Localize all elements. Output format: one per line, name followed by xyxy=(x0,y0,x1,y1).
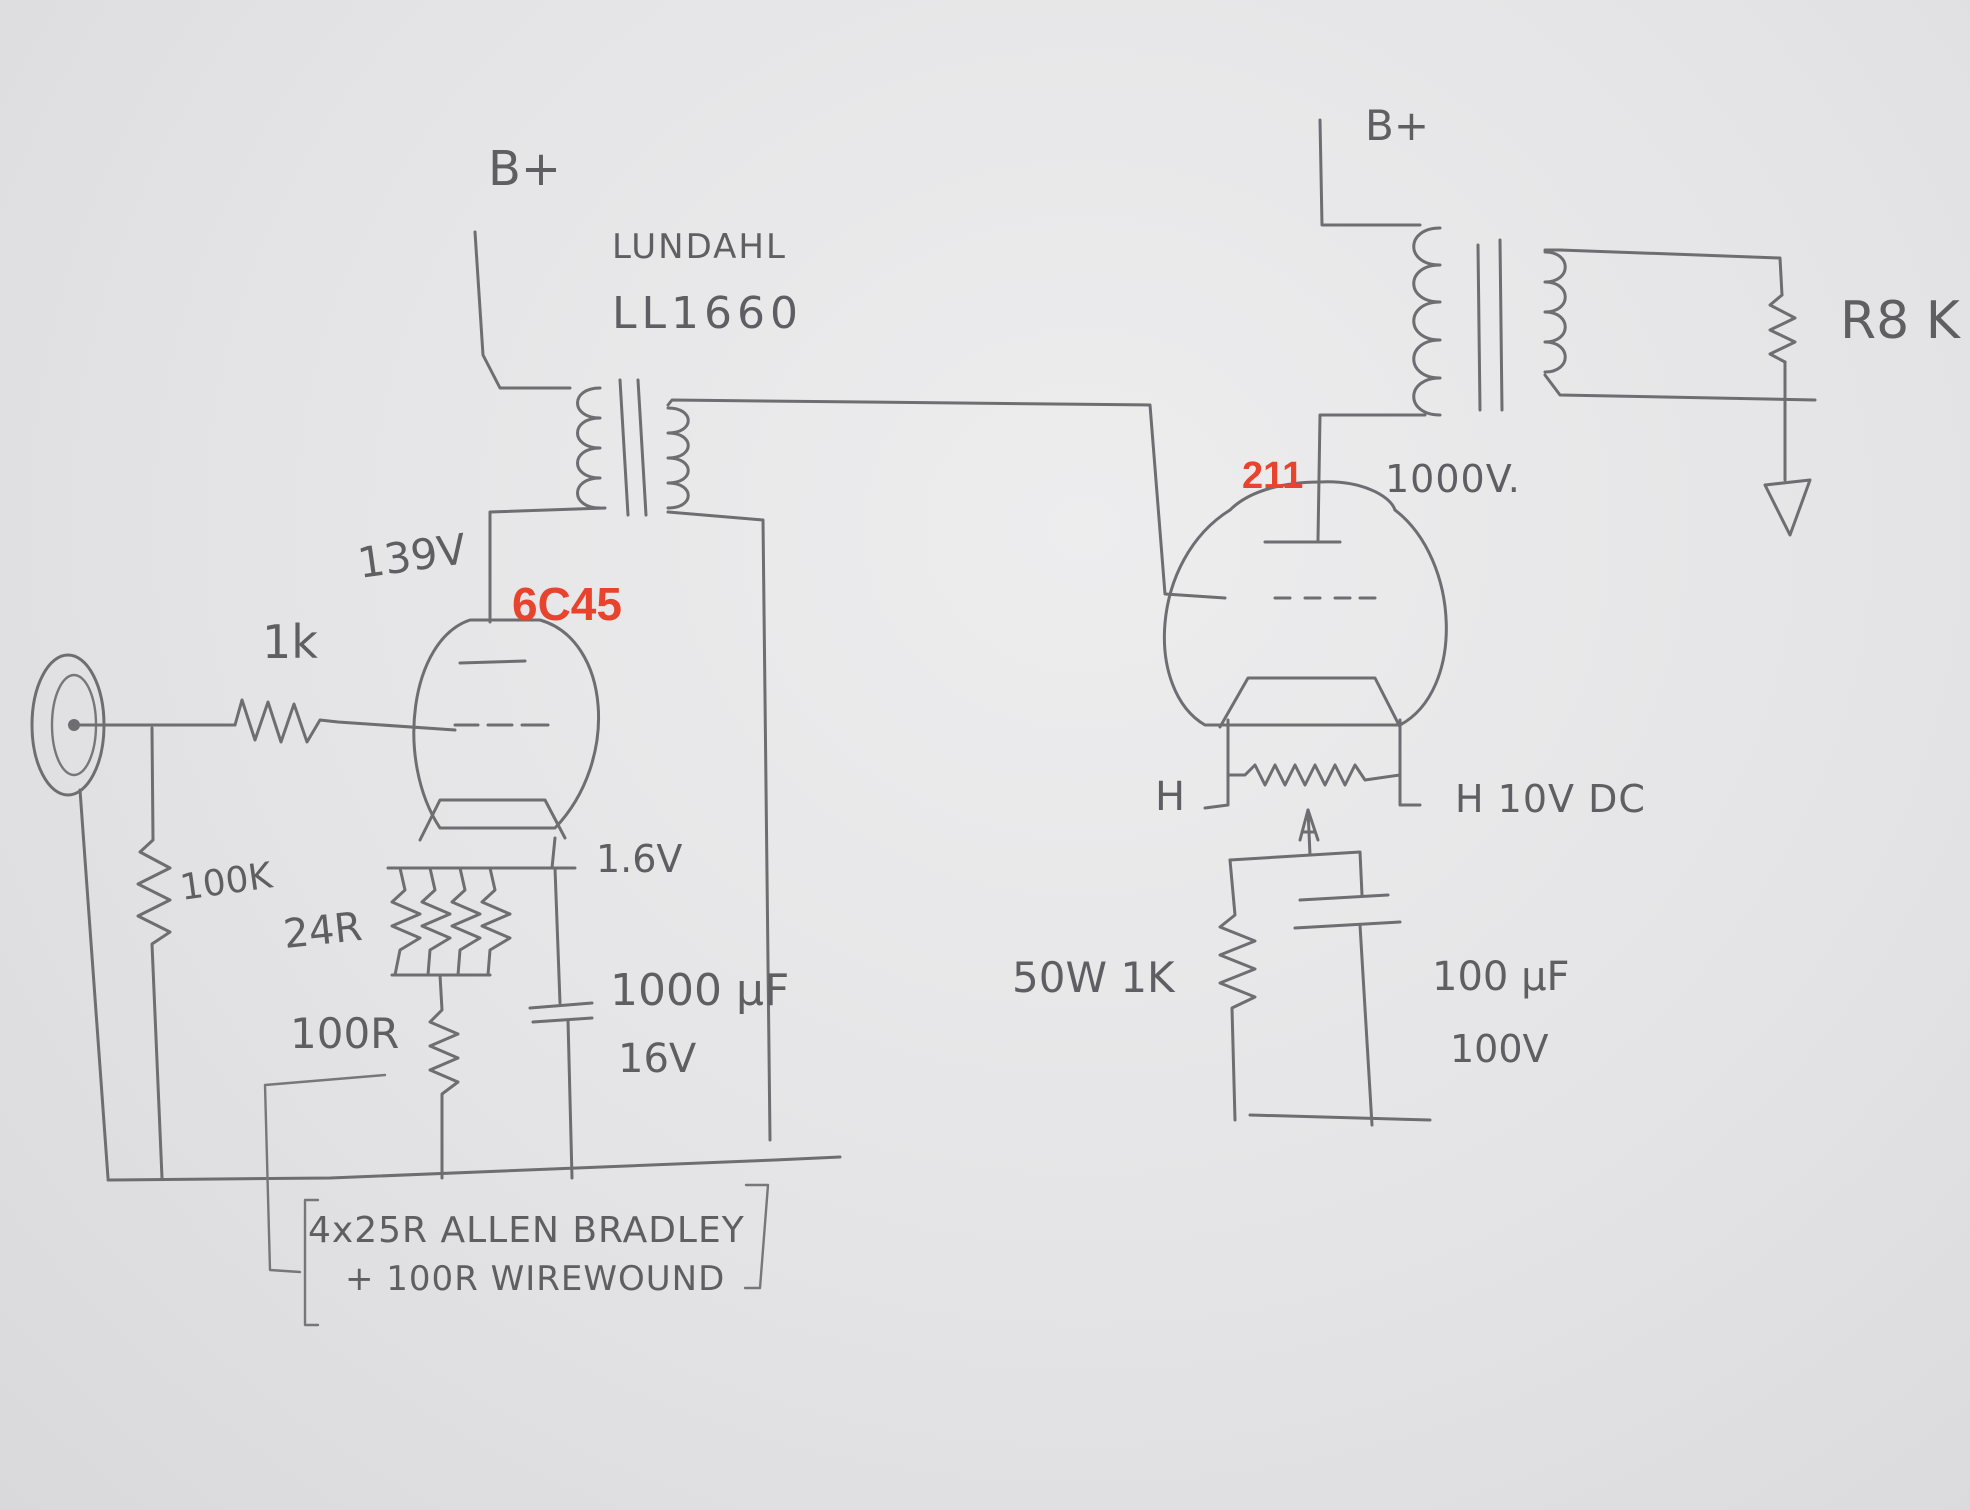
label-cathode-res-series: 100R xyxy=(290,1009,399,1058)
bias-ground-wire xyxy=(1248,1113,1432,1122)
label-load-resistor: R8 K xyxy=(1840,291,1962,351)
cathode-series-resistor xyxy=(428,973,460,1180)
load-resistor-8ohm xyxy=(1768,293,1797,364)
note-bracket xyxy=(263,1073,387,1274)
label-transformer-model: LL1660 xyxy=(612,288,803,339)
bplus-right-wire xyxy=(1318,118,1422,227)
bias-top-wire xyxy=(1228,850,1364,897)
label-bias-resistor: 50W 1K xyxy=(1012,953,1176,1002)
grid-leak-resistor xyxy=(136,726,172,1180)
label-cathode-res-parallel: 24R xyxy=(281,904,364,958)
secondary-bottom-wire xyxy=(1543,373,1817,402)
driver-tube-6c45-symbol xyxy=(412,618,601,842)
label-plate-voltage-right: 1000V. xyxy=(1385,457,1521,501)
note-bracket-right xyxy=(743,1183,770,1290)
power-plate-wire xyxy=(1316,413,1427,542)
label-plate-voltage-left: 139V xyxy=(355,524,470,588)
label-grid-resistor: 1k xyxy=(262,615,318,669)
bias-resistor-50w xyxy=(1218,858,1257,1122)
filament-heater xyxy=(1203,718,1422,857)
label-cap-left-voltage: 16V xyxy=(618,1036,697,1082)
driver-bplus-wire xyxy=(473,230,572,390)
secondary-return-wire xyxy=(666,510,772,1142)
interstage-transformer-ll1660 xyxy=(576,378,690,517)
cathode-bypass-cap-left xyxy=(528,866,594,1180)
label-note-line2: + 100R WIREWOUND xyxy=(345,1259,725,1299)
label-cathode-voltage: 1.6V xyxy=(596,837,682,881)
label-transformer-brand: LUNDAHL xyxy=(612,227,787,267)
bias-bypass-cap-right xyxy=(1293,893,1402,1127)
grid-resistor-1k xyxy=(233,698,457,744)
ground-bus xyxy=(106,1155,842,1182)
label-heater-right: H 10V DC xyxy=(1455,777,1646,821)
note-bracket-left xyxy=(303,1198,320,1327)
ground-symbol xyxy=(1763,478,1812,537)
label-note-line1: 4x25R ALLEN BRADLEY xyxy=(308,1210,745,1251)
power-tube-211-symbol xyxy=(1162,480,1448,729)
label-heater-left: H xyxy=(1155,774,1185,820)
label-bplus-left: B+ xyxy=(488,141,561,197)
output-transformer xyxy=(1412,226,1567,417)
label-power-tube: 211 xyxy=(1242,455,1303,497)
label-bplus-right: B+ xyxy=(1365,101,1429,150)
jack-ground-wire xyxy=(78,788,110,1180)
label-driver-tube: 6C45 xyxy=(512,578,622,630)
label-cap-left-value: 1000 µF xyxy=(610,965,789,1016)
secondary-load-loop xyxy=(1543,248,1784,297)
cathode-parallel-resistors xyxy=(386,866,557,977)
label-grid-leak: 100K xyxy=(178,855,277,909)
driver-plate-wire xyxy=(488,506,607,624)
driver-cathode-wire xyxy=(550,836,577,870)
secondary-to-211-grid-wire xyxy=(666,398,1227,600)
label-cap-right-value: 100 µF xyxy=(1432,954,1570,1000)
label-cap-right-voltage: 100V xyxy=(1450,1027,1549,1071)
